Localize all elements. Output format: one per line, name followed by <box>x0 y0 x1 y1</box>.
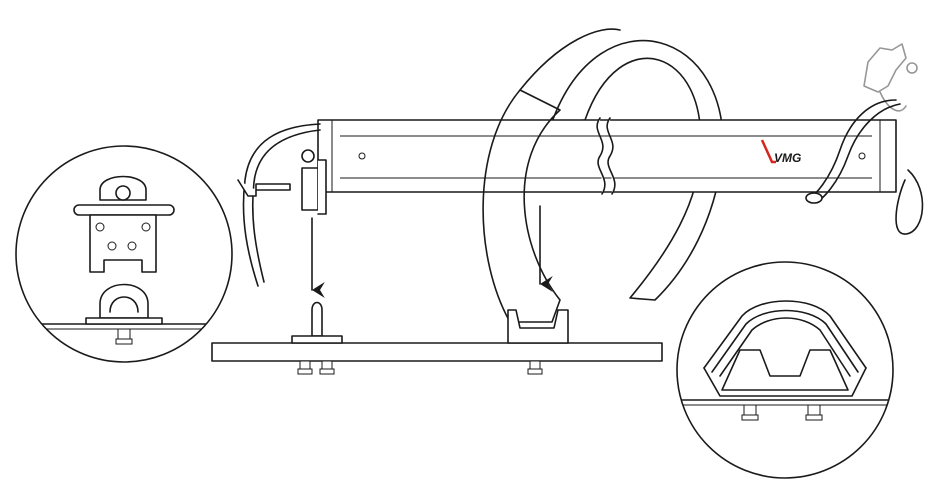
strap-bracket <box>507 309 569 375</box>
lanyard-loop <box>895 169 924 235</box>
brand-logo: VMG <box>760 139 801 165</box>
rivet-right <box>858 152 866 160</box>
hinge-bracket <box>301 167 319 211</box>
snap-shackle <box>863 43 918 112</box>
quick-release-pin <box>237 179 291 197</box>
deck-plate <box>211 342 663 362</box>
tube-right-end-fittings <box>805 43 924 235</box>
detail-circle-left <box>15 145 233 363</box>
rivet-left <box>358 152 366 160</box>
strap-front-leg <box>482 28 621 323</box>
installation-arrows <box>311 205 553 298</box>
strap-back-loop <box>551 39 724 301</box>
boom-tube <box>317 117 897 195</box>
tube-left-end-fittings <box>237 123 327 287</box>
deck-fitting-eye <box>291 301 343 375</box>
detail-circle-right <box>676 261 894 479</box>
brand-logo-text: VMG <box>774 151 801 165</box>
